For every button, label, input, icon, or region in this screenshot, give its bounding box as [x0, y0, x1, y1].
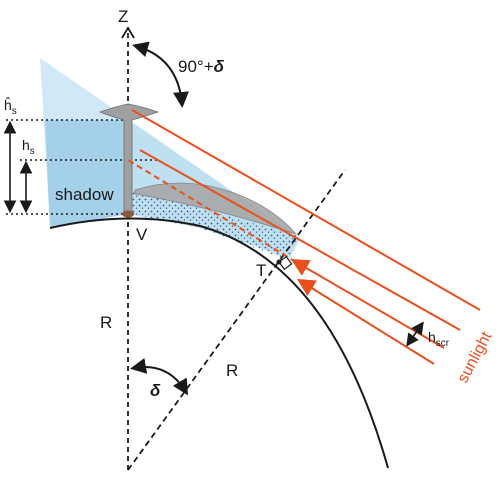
- angle-top-label: 90°+δ: [178, 57, 225, 76]
- hscr-label: hscr: [428, 329, 450, 349]
- hs-label: hs: [22, 137, 35, 157]
- zenith-arrowhead: [121, 26, 135, 39]
- sunlight-label: sunlight: [455, 329, 496, 386]
- hhat-label: ĥs: [4, 96, 17, 117]
- scattering-dots: [128, 188, 298, 260]
- radius-left-label: R: [100, 313, 112, 332]
- tangent-label: T: [256, 261, 266, 280]
- sunlight-ray-4: [296, 278, 435, 365]
- angle-arc-top: [132, 41, 189, 108]
- sunlight-ray-1: [131, 109, 481, 311]
- volcanic-column: [98, 103, 160, 215]
- shadow-label: shadow: [55, 185, 114, 204]
- angle-arc-delta: [130, 358, 189, 396]
- plume-cloud: [134, 182, 298, 235]
- delta-label: δ: [150, 381, 161, 400]
- right-angle-marker: [278, 255, 293, 271]
- sunlight-ray-3: [290, 258, 445, 349]
- earth-surface: [49, 217, 389, 469]
- volcano-label: V: [136, 225, 148, 244]
- radius-line-t: [127, 169, 346, 471]
- shadow-region-inner: [45, 120, 128, 228]
- radius-right-label: R: [226, 361, 238, 380]
- sunlight-ray-2: [139, 149, 461, 331]
- volcano-vent: [122, 210, 134, 218]
- sunlight-ray-dashed: [127, 159, 297, 263]
- hscr-arrow: [406, 321, 424, 347]
- zenith-label: Z: [118, 7, 128, 26]
